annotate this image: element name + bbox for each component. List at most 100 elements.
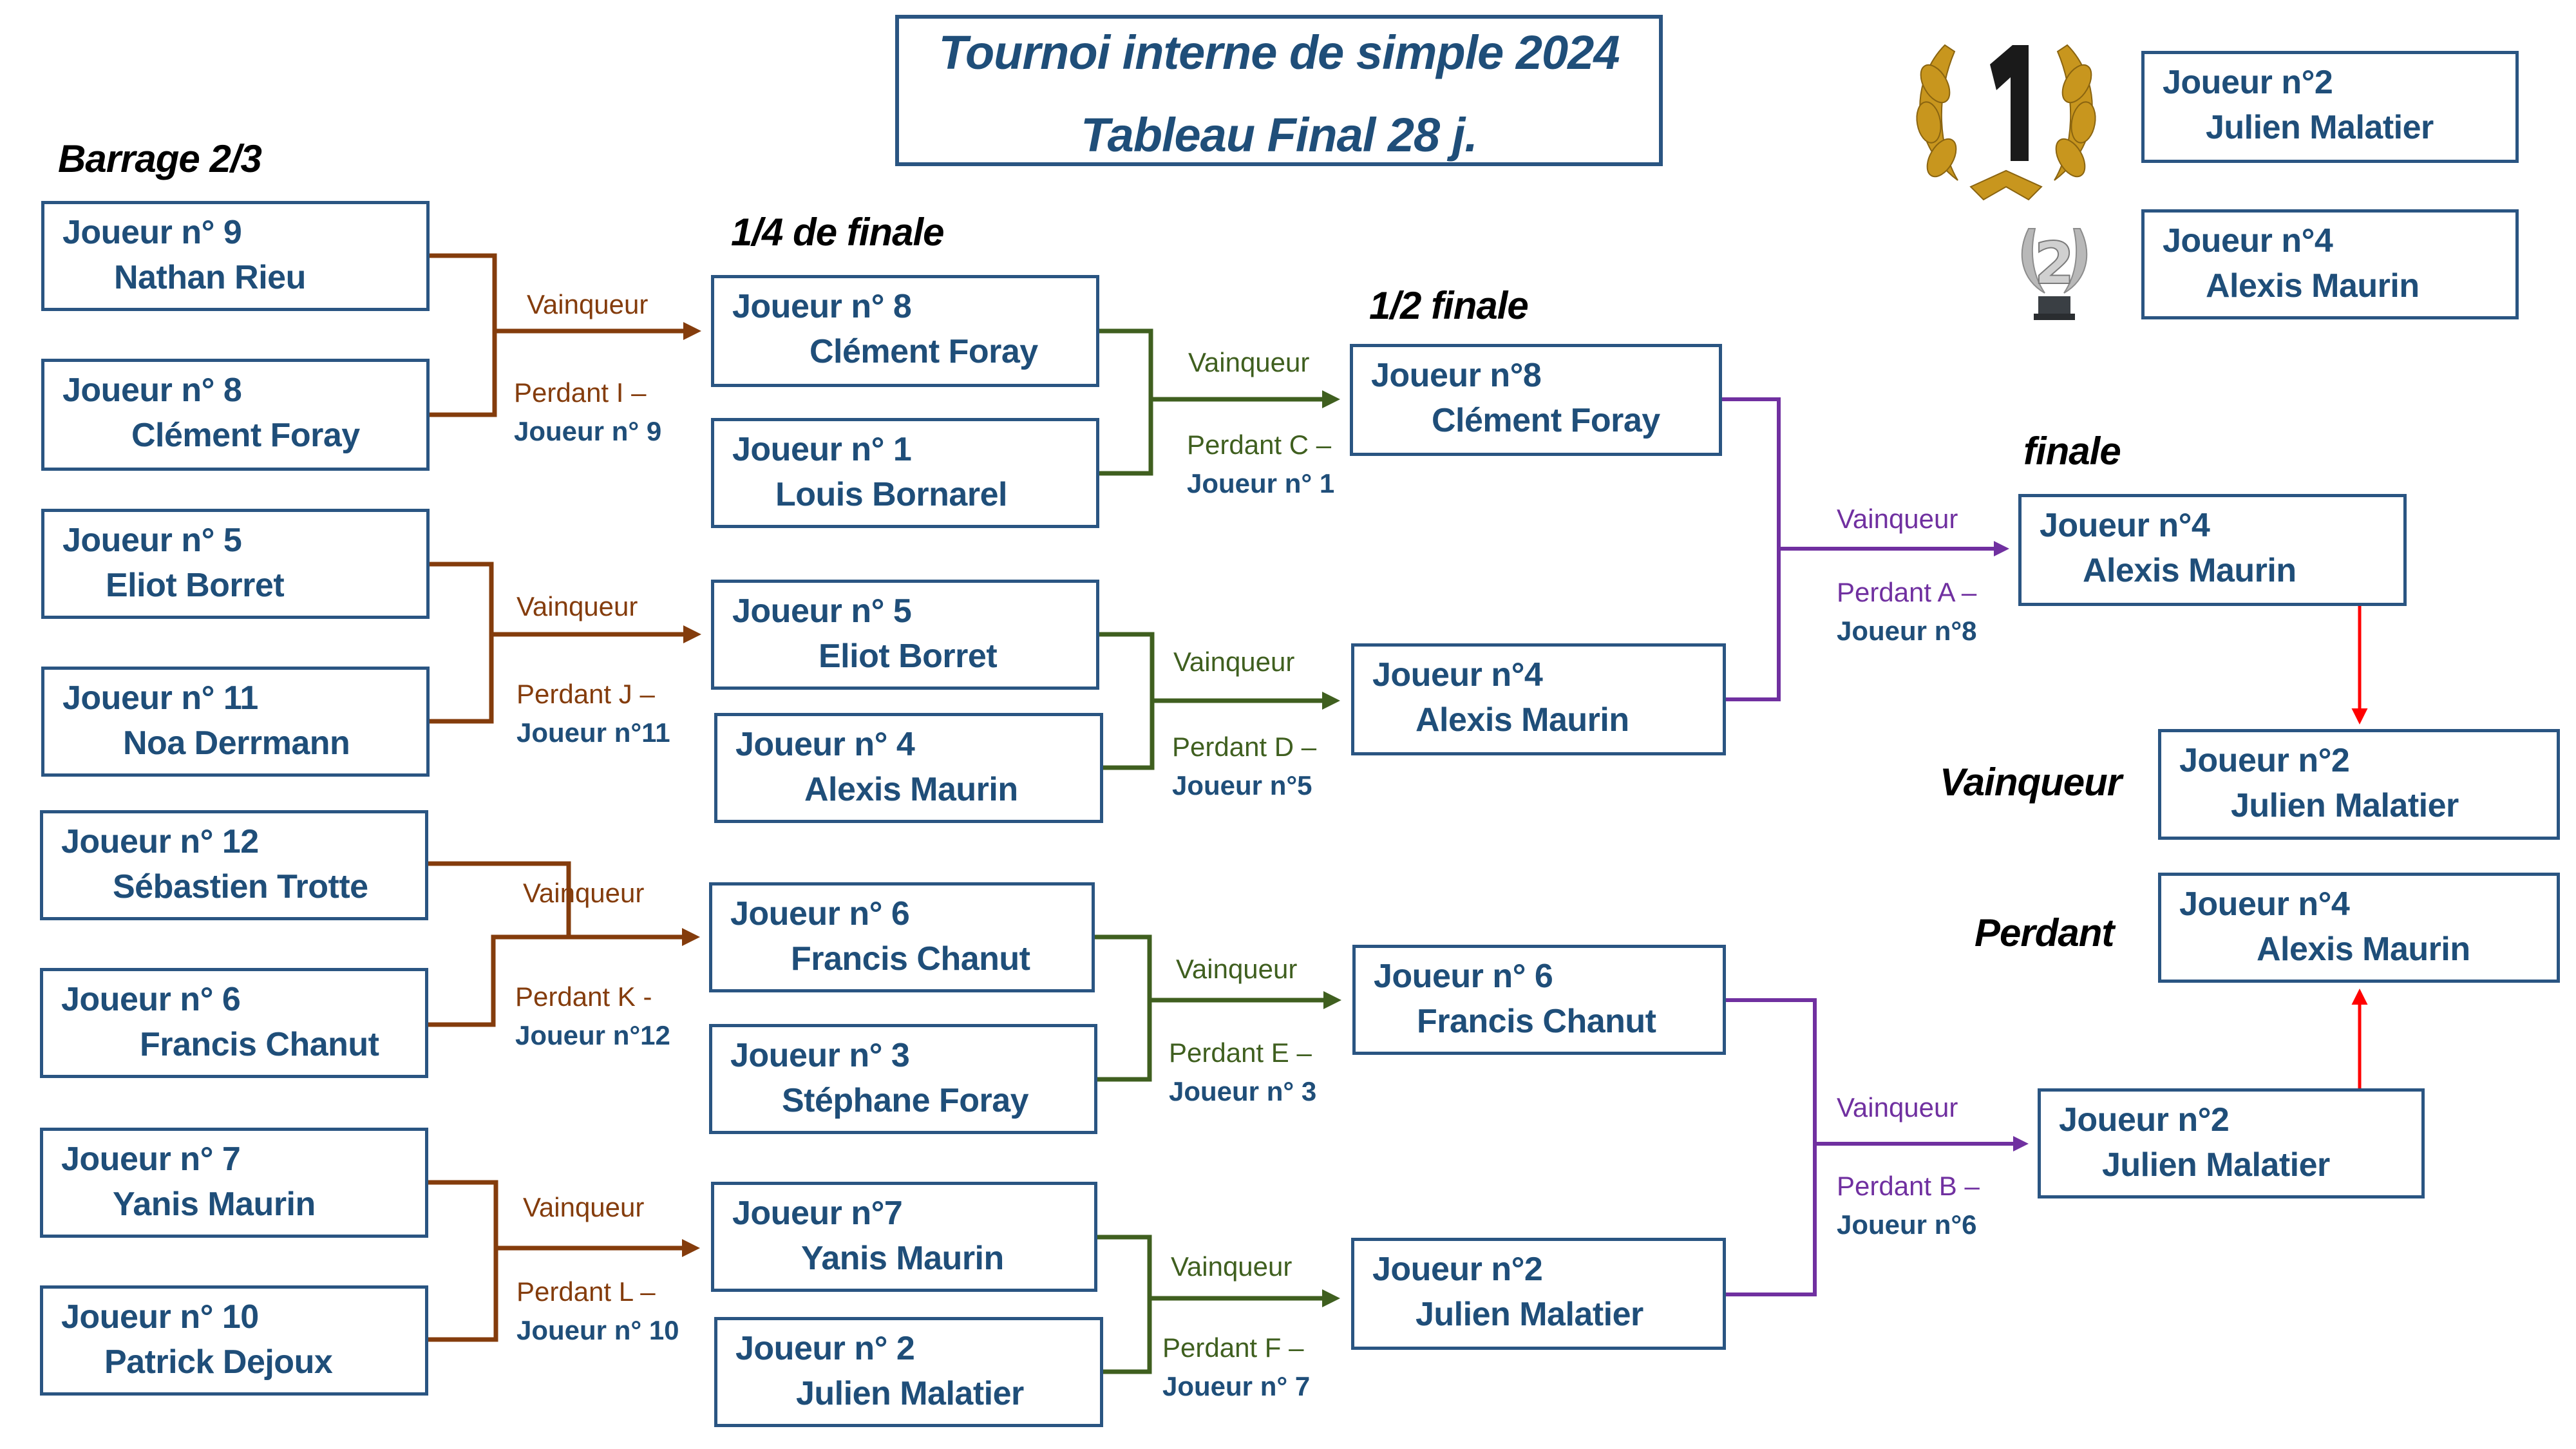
semi-player-box: Joueur n°8 Clément Foray bbox=[1350, 344, 1722, 456]
semi-player-box: Joueur n°2 Julien Malatier bbox=[1351, 1238, 1726, 1350]
final-player-box: Joueur n°2 Julien Malatier bbox=[2038, 1088, 2425, 1198]
quarter-player-box: Joueur n° 2 Julien Malatier bbox=[714, 1317, 1103, 1427]
barrage-player-box: Joueur n° 9 Nathan Rieu bbox=[41, 201, 430, 311]
round-label-winner: Vainqueur bbox=[1940, 761, 2122, 804]
quarter-player-box: Joueur n° 1 Louis Bornarel bbox=[711, 418, 1099, 528]
quarter-winner-label: Vainqueur bbox=[1171, 1251, 1293, 1282]
quarter-loser-label: Perdant F – Joueur n° 7 bbox=[1162, 1329, 1310, 1406]
player-name: Yanis Maurin bbox=[113, 1186, 316, 1223]
player-name: Julien Malatier bbox=[2231, 787, 2459, 824]
loser-caption: Perdant C – bbox=[1187, 430, 1332, 460]
player-number: Joueur n° 12 bbox=[61, 823, 259, 860]
loser-player: Joueur n° 3 bbox=[1169, 1076, 1317, 1106]
final-player-box: Joueur n°4 Alexis Maurin bbox=[2018, 494, 2407, 606]
final-loser-box: Joueur n°4 Alexis Maurin bbox=[2158, 873, 2560, 983]
player-number: Joueur n°2 bbox=[2163, 64, 2333, 101]
player-number: Joueur n° 5 bbox=[732, 592, 912, 630]
player-name: Louis Bornarel bbox=[775, 476, 1007, 513]
player-name: Nathan Rieu bbox=[114, 259, 306, 296]
loser-player: Joueur n°11 bbox=[516, 717, 670, 748]
quarter-loser-label: Perdant E – Joueur n° 3 bbox=[1169, 1034, 1316, 1111]
barrage-winner-label: Vainqueur bbox=[523, 878, 645, 908]
round-label-barrage: Barrage 2/3 bbox=[58, 137, 262, 180]
quarter-loser-label: Perdant C – Joueur n° 1 bbox=[1187, 426, 1334, 503]
quarter-winner-label: Vainqueur bbox=[1188, 347, 1310, 377]
loser-player: Joueur n° 7 bbox=[1162, 1371, 1311, 1401]
loser-caption: Perdant F – bbox=[1162, 1332, 1304, 1363]
round-label-semi: 1/2 finale bbox=[1369, 284, 1529, 327]
player-name: Francis Chanut bbox=[1417, 1003, 1656, 1040]
player-number: Joueur n°2 bbox=[2059, 1101, 2230, 1139]
barrage-winner-label: Vainqueur bbox=[523, 1192, 645, 1222]
loser-caption: Perdant J – bbox=[516, 679, 655, 709]
round-label-loser: Perdant bbox=[1975, 911, 2114, 954]
player-number: Joueur n°2 bbox=[1372, 1251, 1543, 1288]
player-number: Joueur n° 6 bbox=[61, 981, 241, 1018]
loser-caption: Perdant A – bbox=[1837, 577, 1977, 607]
tournament-title: Tournoi interne de simple 2024 bbox=[938, 26, 1620, 79]
player-number: Joueur n° 6 bbox=[1374, 958, 1553, 995]
player-number: Joueur n° 8 bbox=[732, 288, 912, 325]
semi-loser-label: Perdant B – Joueur n°6 bbox=[1837, 1167, 1980, 1244]
player-name: Clément Foray bbox=[1432, 402, 1660, 439]
loser-player: Joueur n°12 bbox=[515, 1020, 670, 1050]
barrage-player-box: Joueur n° 10 Patrick Dejoux bbox=[40, 1285, 428, 1396]
player-name: Francis Chanut bbox=[791, 940, 1030, 978]
podium-first-box: Joueur n°2 Julien Malatier bbox=[2141, 51, 2519, 163]
quarter-loser-label: Perdant D – Joueur n°5 bbox=[1172, 728, 1316, 805]
loser-player: Joueur n° 9 bbox=[514, 416, 662, 446]
player-number: Joueur n° 1 bbox=[732, 431, 912, 468]
semi-player-box: Joueur n°4 Alexis Maurin bbox=[1351, 643, 1726, 755]
barrage-player-box: Joueur n° 6 Francis Chanut bbox=[40, 968, 428, 1078]
player-number: Joueur n° 5 bbox=[62, 522, 242, 559]
quarter-player-box: Joueur n° 3 Stéphane Foray bbox=[709, 1024, 1097, 1134]
player-number: Joueur n° 11 bbox=[62, 679, 258, 717]
player-name: Alexis Maurin bbox=[804, 771, 1018, 808]
player-number: Joueur n° 8 bbox=[62, 372, 242, 409]
player-number: Joueur n°8 bbox=[1371, 357, 1542, 394]
loser-caption: Perdant I – bbox=[514, 377, 647, 408]
player-name: Patrick Dejoux bbox=[104, 1343, 333, 1381]
barrage-player-box: Joueur n° 7 Yanis Maurin bbox=[40, 1128, 428, 1238]
svg-text:2: 2 bbox=[2034, 230, 2075, 298]
player-number: Joueur n°4 bbox=[2040, 507, 2210, 544]
player-name: Yanis Maurin bbox=[801, 1240, 1004, 1277]
player-name: Eliot Borret bbox=[819, 638, 998, 675]
player-name: Eliot Borret bbox=[106, 567, 285, 604]
tournament-subtitle: Tableau Final 28 j. bbox=[1081, 108, 1478, 162]
loser-player: Joueur n°5 bbox=[1172, 770, 1312, 800]
player-number: Joueur n° 6 bbox=[730, 895, 910, 933]
player-name: Noa Derrmann bbox=[123, 724, 350, 762]
player-name: Julien Malatier bbox=[2206, 109, 2434, 146]
player-number: Joueur n°4 bbox=[2179, 886, 2350, 923]
laurel-1-icon bbox=[1900, 26, 2112, 206]
player-number: Joueur n° 3 bbox=[730, 1037, 910, 1074]
player-name: Clément Foray bbox=[810, 333, 1038, 370]
round-label-final: finale bbox=[2023, 430, 2121, 473]
player-name: Alexis Maurin bbox=[2257, 931, 2470, 968]
loser-player: Joueur n°8 bbox=[1837, 616, 1977, 646]
player-name: Alexis Maurin bbox=[2206, 267, 2420, 305]
barrage-winner-label: Vainqueur bbox=[527, 289, 649, 319]
loser-player: Joueur n° 10 bbox=[516, 1315, 679, 1345]
semi-player-box: Joueur n° 6 Francis Chanut bbox=[1352, 945, 1726, 1055]
player-name: Julien Malatier bbox=[1416, 1296, 1643, 1333]
quarter-player-box: Joueur n° 6 Francis Chanut bbox=[709, 882, 1095, 992]
player-number: Joueur n°4 bbox=[1372, 656, 1543, 694]
barrage-loser-label: Perdant K - Joueur n°12 bbox=[515, 978, 670, 1055]
quarter-winner-label: Vainqueur bbox=[1173, 647, 1295, 677]
barrage-player-box: Joueur n° 8 Clément Foray bbox=[41, 359, 430, 471]
player-number: Joueur n°4 bbox=[2163, 222, 2333, 260]
barrage-loser-label: Perdant L – Joueur n° 10 bbox=[516, 1273, 679, 1350]
player-number: Joueur n°7 bbox=[732, 1195, 903, 1232]
loser-player: Joueur n° 1 bbox=[1187, 468, 1335, 498]
barrage-player-box: Joueur n° 12 Sébastien Trotte bbox=[40, 810, 428, 920]
loser-caption: Perdant E – bbox=[1169, 1037, 1312, 1068]
trophy-2-icon: 2 bbox=[2016, 216, 2093, 325]
semi-loser-label: Perdant A – Joueur n°8 bbox=[1837, 573, 1977, 650]
loser-caption: Perdant B – bbox=[1837, 1171, 1980, 1201]
semi-winner-label: Vainqueur bbox=[1837, 1092, 1958, 1122]
player-name: Francis Chanut bbox=[140, 1026, 379, 1063]
loser-caption: Perdant D – bbox=[1172, 732, 1317, 762]
barrage-player-box: Joueur n° 11 Noa Derrmann bbox=[41, 667, 430, 777]
